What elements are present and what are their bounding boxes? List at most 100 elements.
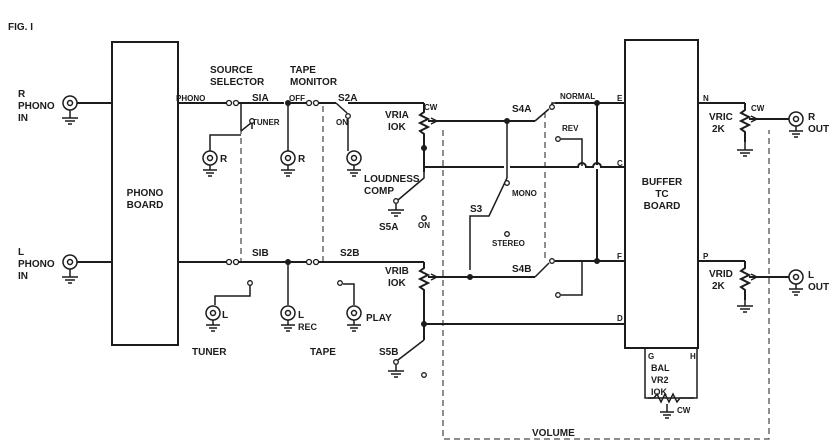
vr1d-label-2: 2K [712, 281, 726, 292]
switch-s4b [467, 258, 625, 298]
phono-board-label-1: PHONO [127, 188, 164, 199]
vr1c-output-pot [698, 102, 789, 157]
switch-s1b-label: SIB [252, 248, 269, 259]
tape-monitor-title-2: MONITOR [290, 77, 338, 88]
s3-stereo-contact [504, 231, 510, 237]
pin-f-junction [594, 258, 600, 264]
r-out-label-2: OUT [808, 124, 829, 135]
tape-r-jack-label: R [298, 154, 306, 165]
l-tape-play-jack [346, 305, 362, 332]
tape-caption: TAPE [310, 347, 336, 358]
bal-label-3: IOK [651, 387, 668, 397]
pin-p-label: P [703, 252, 709, 261]
r-phono-in-label-in: IN [18, 113, 28, 124]
loudness-title-2: COMP [364, 186, 394, 197]
r-tuner-jack-wire [209, 134, 241, 151]
pin-c-wire [424, 162, 625, 168]
vr1a-label-1: VRIA [385, 110, 409, 121]
source-selector-title-1: SOURCE [210, 65, 253, 76]
buffer-board-label-1: BUFFER [642, 177, 683, 188]
phono-board-label-2: BOARD [127, 200, 164, 211]
vr1a-volume-pot [348, 102, 470, 172]
bal-label-2: VR2 [651, 375, 669, 385]
switch-s3-label: S3 [470, 204, 483, 215]
pin-n-label: N [703, 94, 709, 103]
r-tape-rec-jack [280, 150, 296, 177]
volume-label: VOLUME [532, 428, 575, 439]
l-phono-in-label-in: IN [18, 271, 28, 282]
vr1b-volume-pot [417, 262, 470, 340]
loudness-title-1: LOUDNESS [364, 174, 420, 185]
switch-s5b-label: S5B [379, 347, 398, 358]
switch-s5a-label: S5A [379, 222, 398, 233]
tuner-r-jack-label: R [220, 154, 228, 165]
phono-position-label: PHONO [176, 94, 205, 103]
r-phono-in-label-phono: PHONO [18, 101, 55, 112]
off-position-label: OFF [289, 94, 305, 103]
switch-s5b [388, 339, 427, 378]
bal-vr2-pot [648, 392, 694, 419]
l-out-label-1: L [808, 270, 814, 281]
play-jack-label: PLAY [366, 313, 392, 324]
l-rev-branch [561, 261, 583, 296]
source-selector-title-2: SELECTOR [210, 77, 265, 88]
switch-s4b-label: S4B [512, 264, 531, 275]
vr1d-label-1: VRID [709, 269, 733, 280]
pin-e-label: E [617, 94, 623, 103]
l-tape-rec-jack [280, 305, 296, 332]
switch-s4a-label: S4A [512, 104, 531, 115]
l-out-label-2: OUT [808, 282, 829, 293]
loudness-on-label: ON [418, 221, 430, 230]
s3-mono-arm [469, 121, 508, 270]
r-phono-in-jack [62, 95, 78, 125]
bal-cw-label: CW [677, 406, 691, 415]
figure-label: FIG. I [8, 22, 33, 33]
l-phono-in-jack [62, 254, 78, 284]
r-phono-in-label-r: R [18, 89, 26, 100]
vr1c-label-1: VRIC [709, 112, 733, 123]
l-tuner-jack [205, 305, 221, 332]
r-tuner-jack [202, 150, 218, 177]
rec-l-jack-label: L [298, 310, 304, 321]
switch-s2a-label: S2A [338, 93, 357, 104]
rec-jack-label: REC [298, 322, 318, 332]
pin-f-label: F [617, 252, 622, 261]
switch-s4a [504, 102, 625, 166]
phono-board [111, 41, 179, 346]
vr1c-label-2: 2K [712, 124, 726, 135]
rev-position-label: REV [562, 124, 579, 133]
l-phono-in-label-l: L [18, 247, 24, 258]
volume-gang-link [442, 130, 770, 440]
tape-monitor-title-1: TAPE [290, 65, 316, 76]
tuner-l-jack-label: L [222, 310, 228, 321]
s3-mono-contact [504, 180, 510, 186]
pin-d-label: D [617, 314, 623, 323]
l-phono-in-label-phono: PHONO [18, 259, 55, 270]
on-position-label: ON [336, 118, 348, 127]
buffer-board-label-3: BOARD [644, 201, 681, 212]
bal-label-1: BAL [651, 363, 670, 373]
pin-c-label: C [617, 159, 623, 168]
vr1a-cw-label: CW [424, 103, 438, 112]
l-out-jack [788, 269, 804, 296]
vr1a-label-2: IOK [388, 122, 407, 133]
vr1d-output-pot [698, 260, 789, 313]
pin-g-label: G [648, 352, 654, 361]
tuner-caption: TUNER [192, 347, 227, 358]
r-out-label-1: R [808, 112, 816, 123]
switch-s1a-label: SIA [252, 93, 269, 104]
pin-e-junction [594, 100, 600, 106]
pin-h-label: H [690, 352, 696, 361]
stereo-position-label: STEREO [492, 239, 525, 248]
r-out-jack [788, 111, 804, 138]
normal-position-label: NORMAL [560, 92, 595, 101]
switch-s2b-label: S2B [340, 248, 359, 259]
switch-s1b [214, 258, 306, 305]
buffer-board-label-2: TC [655, 189, 668, 200]
vr1b-label-2: IOK [388, 278, 407, 289]
switch-s5a [388, 172, 427, 221]
vr1c-cw-label: CW [751, 104, 765, 113]
tuner-position-label: TUNER [252, 118, 280, 127]
r-tape-play-jack [346, 150, 362, 177]
